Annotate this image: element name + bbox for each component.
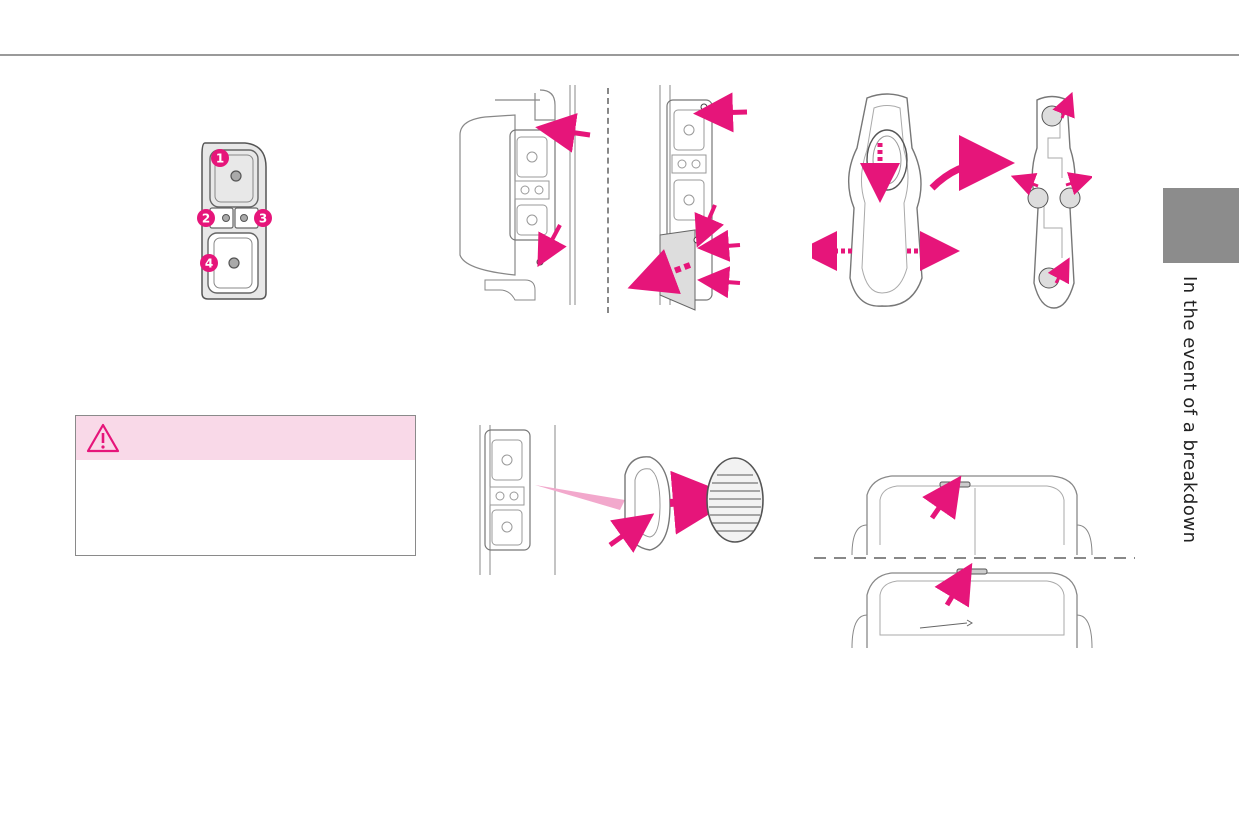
callout-1: 1 bbox=[211, 149, 229, 167]
bulb-holder-illustration bbox=[812, 91, 1092, 309]
svg-text:1: 1 bbox=[216, 152, 224, 166]
svg-text:3: 3 bbox=[259, 212, 267, 226]
warning-triangle-icon bbox=[86, 423, 120, 453]
high-mount-stop-lamp-illustration bbox=[814, 475, 1135, 648]
warning-header bbox=[76, 416, 415, 460]
rear-lamp-diagram: 1 2 3 4 bbox=[197, 142, 272, 300]
chapter-label: In the event of a breakdown bbox=[1179, 276, 1200, 544]
side-marker-illustration bbox=[479, 425, 764, 575]
svg-text:2: 2 bbox=[202, 212, 210, 226]
callout-2: 2 bbox=[197, 209, 215, 227]
warning-box bbox=[75, 415, 416, 556]
divider-dashed bbox=[607, 88, 609, 313]
lamp-removal-illustration bbox=[459, 85, 748, 311]
header-rule bbox=[0, 54, 1239, 56]
svg-text:4: 4 bbox=[205, 257, 213, 271]
chapter-tab bbox=[1163, 188, 1239, 263]
callout-3: 3 bbox=[254, 209, 272, 227]
callout-4: 4 bbox=[200, 254, 218, 272]
